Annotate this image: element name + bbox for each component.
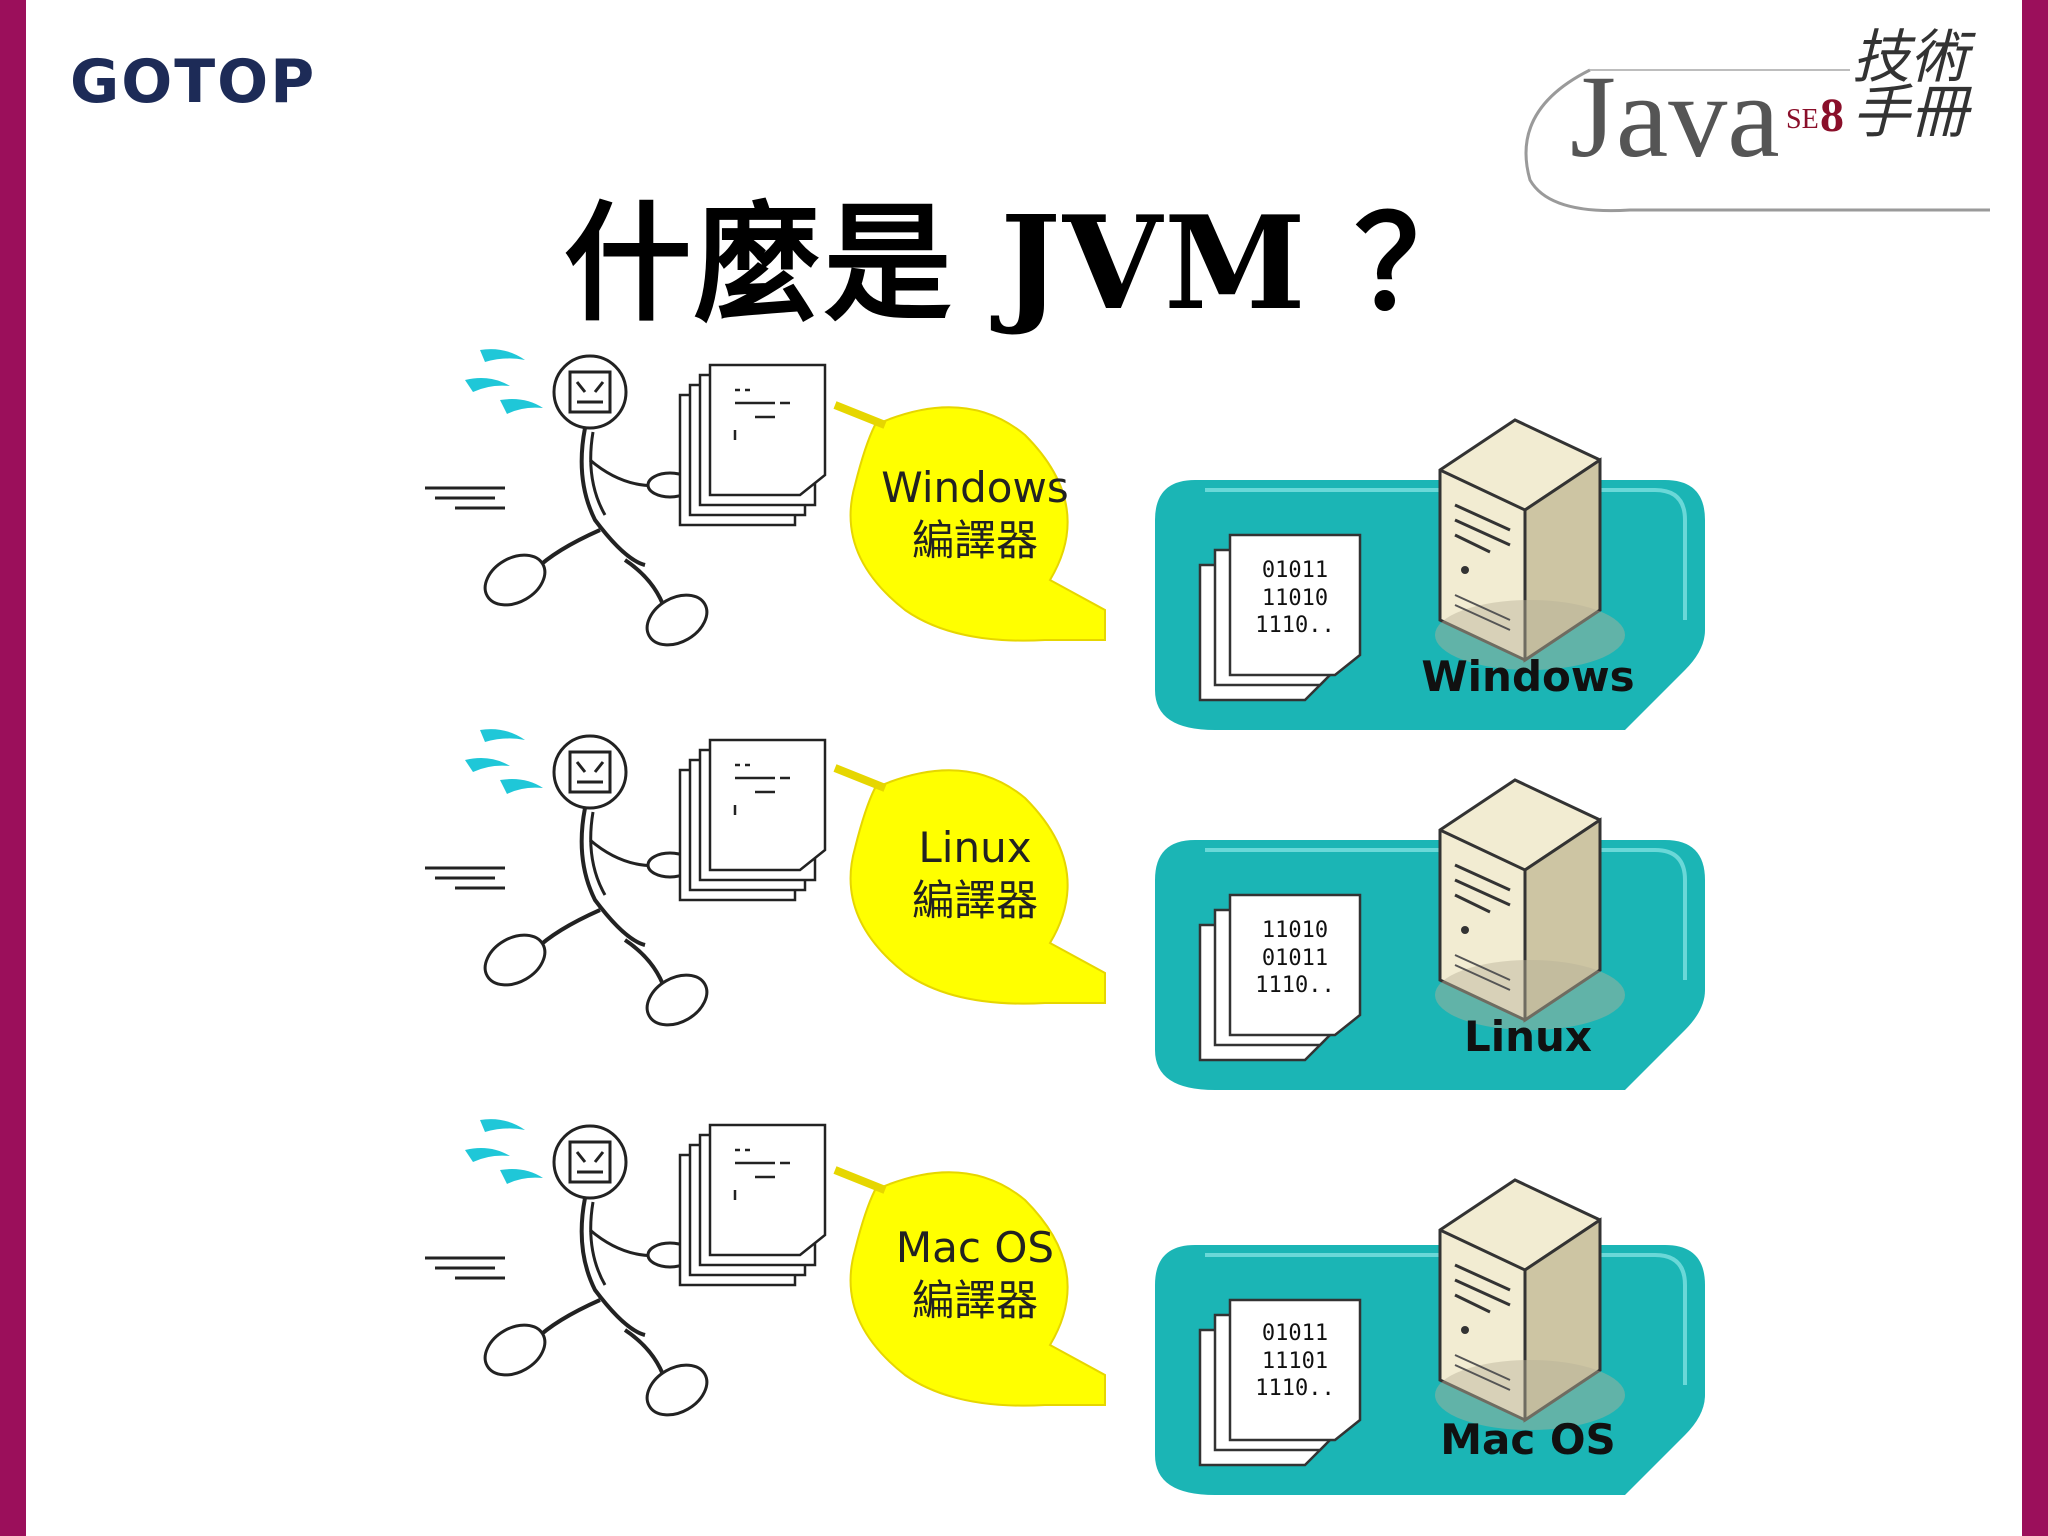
server-icon-1 xyxy=(1433,418,1627,672)
programmer-figure-2 xyxy=(423,727,718,1038)
source-code-pages-1 xyxy=(678,363,827,527)
page-title: 什麼是 JVM ？ xyxy=(563,189,1485,339)
binary-code-2: 11010 01011 1110.. xyxy=(1255,918,1335,998)
left-frame-bar xyxy=(0,0,26,1536)
book-series-calligraphy: 技術手冊 xyxy=(1852,23,1969,147)
server-icon-2 xyxy=(1433,778,1627,1032)
compiler-platform-name: Mac OS xyxy=(895,1223,1055,1272)
compiler-suffix: 編譯器 xyxy=(911,1275,1038,1325)
compiler-suffix: 編譯器 xyxy=(911,875,1038,925)
java-se-mark: SE xyxy=(1786,104,1819,135)
compiler-suffix: 編譯器 xyxy=(911,515,1038,565)
server-icon-3 xyxy=(1433,1178,1627,1432)
os-label-1: Windows xyxy=(1421,652,1635,701)
source-code-pages-3 xyxy=(678,1123,827,1287)
right-frame-bar xyxy=(2022,0,2048,1536)
programmer-figure-1 xyxy=(423,347,718,658)
binary-code-1: 01011 11010 1110.. xyxy=(1255,558,1335,638)
source-code-pages-2 xyxy=(678,738,827,902)
compiler-label-3: Mac OS 編譯器 xyxy=(845,1222,1105,1327)
compiler-label-1: Windows 編譯器 xyxy=(845,462,1105,567)
os-label-2: Linux xyxy=(1463,1012,1593,1061)
java-wordmark: Java xyxy=(1570,51,1780,182)
os-label-3: Mac OS xyxy=(1440,1415,1616,1464)
java-version-mark: 8 xyxy=(1820,89,1844,142)
gotop-logo: GOTOP xyxy=(70,47,317,117)
java-logo-swoosh xyxy=(1524,68,1990,213)
java-book-logo: Java SE 8 技術手冊 xyxy=(1490,23,2010,220)
binary-code-3: 01011 11101 1110.. xyxy=(1255,1321,1335,1401)
compiler-platform-name: Windows xyxy=(881,463,1069,512)
programmer-figure-3 xyxy=(423,1117,718,1428)
compiler-platform-name: Linux xyxy=(918,823,1032,872)
compiler-label-2: Linux 編譯器 xyxy=(845,822,1105,927)
